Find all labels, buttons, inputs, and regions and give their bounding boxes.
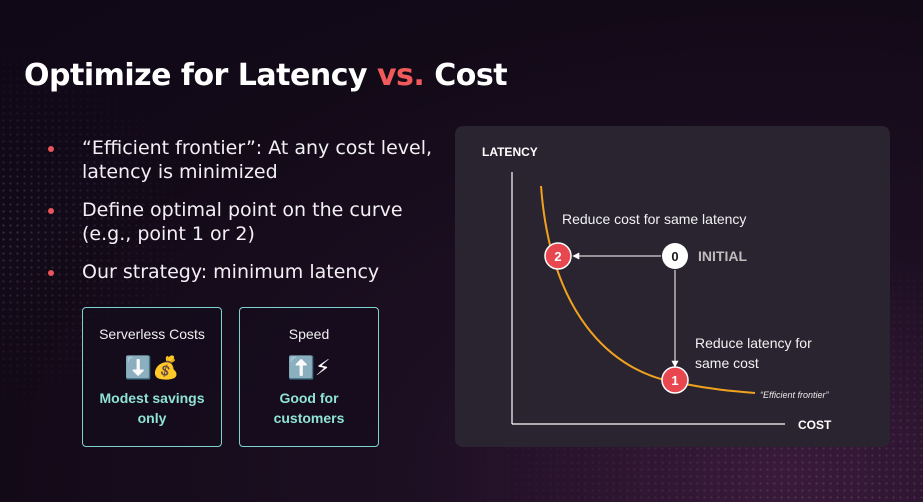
card-title: Speed xyxy=(288,326,330,342)
point-2-label: 2 xyxy=(554,249,561,264)
bullet-text: Define optimal point on the curve (e.g.,… xyxy=(82,199,403,245)
serverless-costs-card: Serverless Costs ⬇️💰 Modest savings only xyxy=(82,307,222,447)
annotation-reduce-cost: Reduce cost for same latency xyxy=(562,211,746,227)
bullet-list: “Efficient frontier”: At any cost level,… xyxy=(48,136,438,298)
card-desc-line1: Good for xyxy=(279,390,339,406)
frontier-chart-panel: LATENCY COST “Efficient frontier” Reduce… xyxy=(455,126,890,447)
bullet-item: Our strategy: minimum latency xyxy=(48,260,438,284)
speed-card: Speed ⬆️⚡ Good for customers xyxy=(239,307,379,447)
curve-label: “Efficient frontier” xyxy=(760,390,830,400)
point-2-marker xyxy=(544,242,572,270)
title-accent: vs. xyxy=(377,58,425,93)
title-end: Cost xyxy=(434,58,508,93)
card-desc-line1: Modest savings xyxy=(99,390,205,406)
card-desc-line2: only xyxy=(137,410,167,426)
point-0-label: 0 xyxy=(671,249,678,264)
down-arrow-money-bag-icon: ⬇️💰 xyxy=(124,356,180,381)
y-axis-label: LATENCY xyxy=(482,145,538,159)
bullet-item: “Efficient frontier”: At any cost level,… xyxy=(48,136,438,184)
bullet-text: “Efficient frontier”: At any cost level,… xyxy=(82,137,433,183)
bullet-dot xyxy=(48,208,54,214)
bullet-item: Define optimal point on the curve (e.g.,… xyxy=(48,198,438,246)
bullet-dot xyxy=(48,146,54,152)
initial-label: INITIAL xyxy=(698,248,747,264)
bullet-dot xyxy=(48,270,54,276)
card-title: Serverless Costs xyxy=(99,326,205,342)
point-1-marker xyxy=(661,366,689,394)
annotation-reduce-latency-line2: same cost xyxy=(695,355,759,371)
title-main: Optimize for Latency xyxy=(24,58,368,93)
point-0-marker xyxy=(662,243,688,269)
slide-title: Optimize for Latency vs. Cost xyxy=(24,58,508,93)
card-desc-line2: customers xyxy=(273,410,345,426)
frontier-chart: LATENCY COST “Efficient frontier” Reduce… xyxy=(482,145,832,432)
card-description: Good for customers xyxy=(240,388,378,428)
up-arrow-lightning-icon: ⬆️⚡ xyxy=(287,356,331,381)
annotation-reduce-latency-line1: Reduce latency for xyxy=(695,335,812,351)
x-axis-label: COST xyxy=(798,418,832,432)
bullet-text: Our strategy: minimum latency xyxy=(82,261,380,283)
card-description: Modest savings only xyxy=(83,388,221,428)
point-1-label: 1 xyxy=(671,373,678,388)
